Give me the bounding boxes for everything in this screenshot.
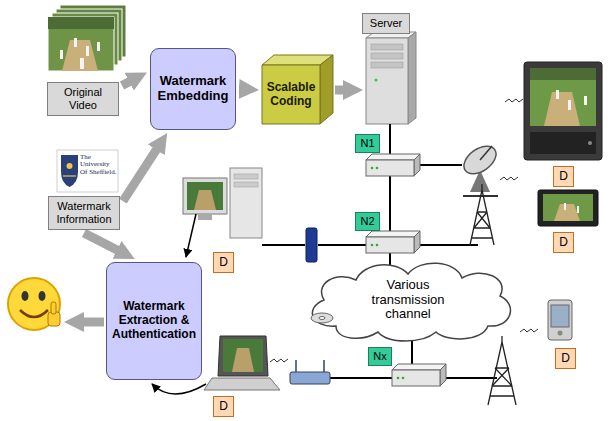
text-block: Watermark Extraction & Authentication: [111, 300, 197, 341]
text-block: D: [219, 399, 228, 413]
router-icon: [366, 154, 420, 176]
device-tag: D: [553, 232, 574, 253]
smiley-face: [8, 278, 60, 330]
network-wires: [262, 124, 497, 378]
node-text: N1: [360, 137, 374, 149]
television: [524, 62, 602, 160]
block-arrow: [335, 86, 347, 95]
text-block: D: [561, 351, 570, 365]
label-box: Server: [362, 13, 410, 34]
node-text: Scalable Coding: [267, 80, 316, 108]
desktop-pc: [183, 168, 262, 238]
node-text: D: [561, 351, 570, 365]
device-tag: D: [213, 396, 234, 417]
block-arrow: [80, 318, 104, 327]
node-tag: N2: [355, 212, 380, 231]
label-box: Watermark Information: [48, 196, 120, 230]
text-block: Nx: [373, 350, 386, 363]
radio-tower: [470, 184, 494, 245]
text-block: Watermark Embedding: [155, 74, 231, 104]
flow-arrow: [186, 214, 196, 257]
channel-cloud: Various transmission channel: [296, 256, 520, 344]
text-block: Scalable Coding: [264, 81, 318, 109]
text-block: Original Video: [52, 86, 114, 111]
device-tag: D: [555, 348, 576, 369]
text-block: D: [559, 169, 568, 183]
node-text: D: [559, 235, 568, 249]
coding-block: Scalable Coding: [262, 55, 334, 125]
node-tag: Nx: [368, 347, 392, 366]
block-arrow: [84, 233, 121, 252]
text-block: Various transmission channel: [356, 278, 460, 323]
device-tag: D: [213, 252, 234, 273]
router-icon: [366, 231, 420, 253]
text-block: N1: [360, 137, 374, 150]
node-text: N2: [360, 215, 374, 227]
radio-tower: [488, 336, 516, 405]
text-block: N2: [360, 215, 374, 228]
node-text: Original Video: [64, 86, 102, 111]
node-text: D: [219, 399, 228, 413]
node-text: D: [559, 169, 568, 183]
server-icon: [366, 32, 416, 124]
block-arrow: [122, 80, 133, 86]
node-text: Watermark Information: [56, 200, 111, 225]
university-logo: [57, 150, 118, 192]
text-block: Server: [370, 17, 402, 30]
wireless-access-point: [290, 360, 330, 384]
block-arrow: [239, 85, 243, 94]
label-box: Original Video: [47, 82, 119, 116]
node-text: D: [219, 255, 228, 269]
pda-device: [548, 300, 572, 340]
process-box: Watermark Extraction & Authentication: [106, 262, 202, 380]
video-frames: [48, 5, 126, 71]
text-block: D: [219, 255, 228, 269]
signal-waves: [270, 99, 538, 362]
text-block: D: [559, 235, 568, 249]
television: [538, 190, 598, 226]
node-text: Watermark Embedding: [158, 73, 229, 103]
node-tag: N1: [355, 134, 380, 153]
modem-icon: [306, 228, 317, 262]
node-text: Server: [370, 17, 402, 29]
text-block: Watermark Information: [53, 200, 115, 225]
node-text: Nx: [373, 350, 386, 362]
flow-arrow: [152, 384, 206, 394]
router-icon: [392, 364, 446, 386]
satellite-dish: [459, 141, 501, 196]
device-tag: D: [553, 166, 574, 187]
node-text: Watermark Extraction & Authentication: [112, 299, 196, 341]
logo-text: The University Of Sheffield.: [80, 154, 117, 176]
process-box: Watermark Embedding: [150, 48, 236, 130]
laptop: [204, 336, 280, 390]
block-arrow: [123, 146, 158, 201]
node-text: Various transmission channel: [372, 277, 445, 322]
